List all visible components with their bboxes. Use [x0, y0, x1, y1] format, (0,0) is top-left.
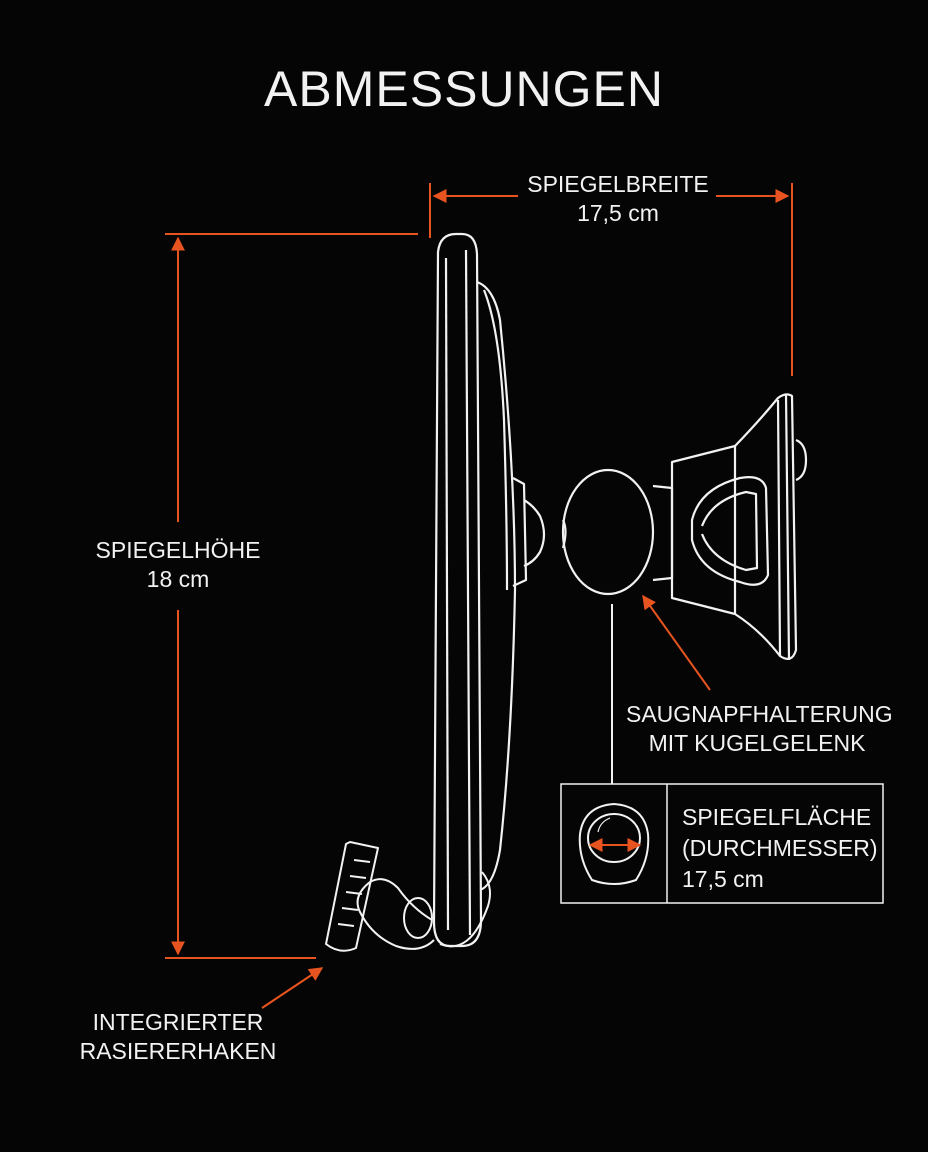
mirror-back	[476, 280, 517, 892]
surface-box-frame	[560, 783, 884, 904]
razor-label-line2: RASIERERHAKEN	[79, 1038, 277, 1064]
ball-joint	[561, 468, 655, 596]
razor-label-line1: INTEGRIERTER	[92, 1009, 264, 1035]
razor-head	[325, 841, 379, 952]
mirror-drawing	[432, 232, 808, 948]
surface-label-line2: (DURCHMESSER)	[682, 835, 878, 861]
hook-knob	[403, 897, 433, 939]
hook-arm	[356, 878, 435, 950]
suction-pointer	[642, 594, 711, 691]
mirror-neck	[512, 477, 528, 587]
surface-label: SPIEGELFLÄCHE (DURCHMESSER) 17,5 cm	[682, 802, 878, 895]
razor-label: INTEGRIERTER RASIERERHAKEN	[68, 1008, 288, 1066]
height-label: SPIEGELHÖHE 18 cm	[78, 536, 278, 594]
surface-label-value: 17,5 cm	[682, 866, 764, 892]
dimension-lines	[165, 183, 793, 1009]
razor-hook-drawing	[325, 841, 491, 952]
width-label-value: 17,5 cm	[577, 200, 659, 226]
height-label-value: 18 cm	[146, 566, 210, 592]
width-label-title: SPIEGELBREITE	[527, 171, 709, 197]
suction-lever	[690, 476, 770, 586]
page-title: ABMESSUNGEN	[264, 61, 664, 117]
surface-label-line1: SPIEGELFLÄCHE	[682, 804, 872, 830]
suction-label: SAUGNAPFHALTERUNG MIT KUGELGELENK	[626, 700, 893, 758]
suction-cup	[670, 393, 798, 660]
width-label: SPIEGELBREITE 17,5 cm	[520, 170, 716, 228]
joint-collar	[652, 484, 674, 582]
height-label-title: SPIEGELHÖHE	[95, 537, 261, 563]
mirror-surface-box	[560, 783, 884, 904]
suction-label-line2: MIT KUGELGELENK	[648, 730, 866, 756]
suction-label-line1: SAUGNAPFHALTERUNG	[626, 701, 893, 727]
razor-pointer	[261, 967, 324, 1009]
mirror-rim	[432, 232, 483, 948]
